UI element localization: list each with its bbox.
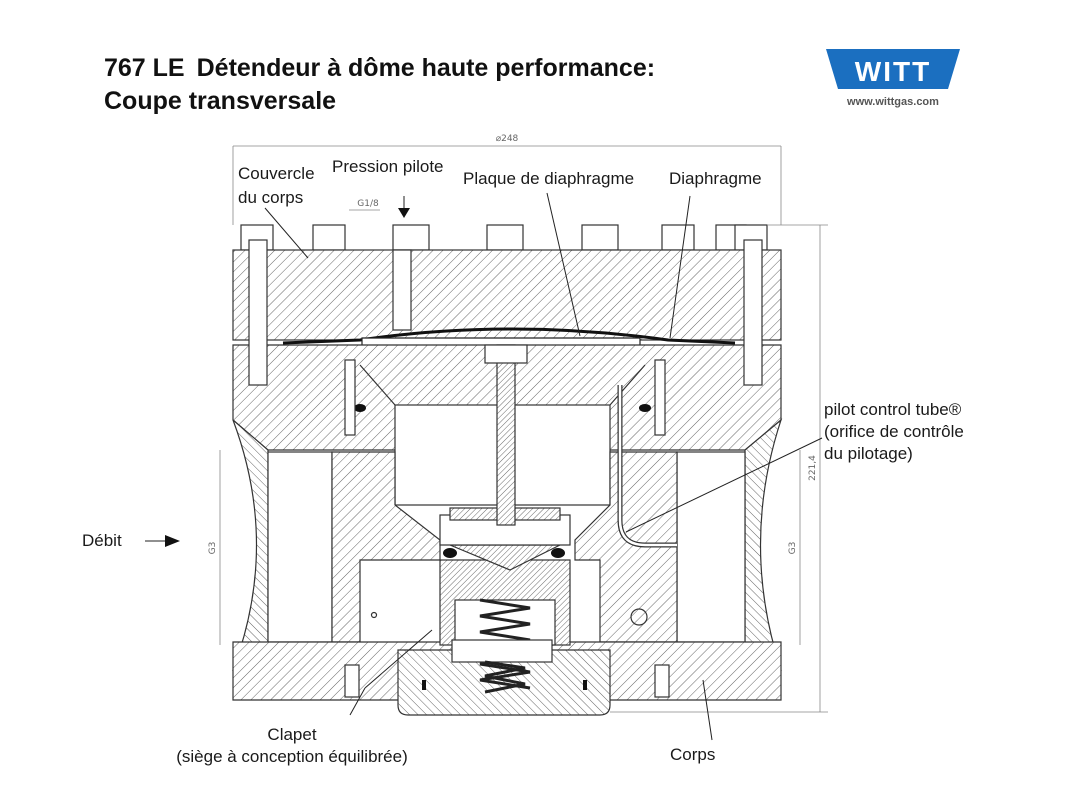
outlet-port <box>676 451 746 643</box>
dim-height: 221,4 <box>808 455 818 481</box>
pilot-pressure-arrow <box>398 208 410 218</box>
model-number: 767 LE <box>104 54 185 82</box>
page-title: 767 LE Détendeur à dôme haute performance… <box>104 52 655 118</box>
inlet-port <box>267 451 333 643</box>
dim-pilot-port: G1/8 <box>357 199 379 209</box>
logo-url: www.wittgas.com <box>846 96 939 108</box>
logo-brand: WITT <box>855 56 931 87</box>
label-body-cover: Couvercle du corps <box>238 164 315 207</box>
dim-port-left: G3 <box>208 542 218 555</box>
witt-logo: WITT www.wittgas.com <box>826 47 962 114</box>
label-body: Corps <box>670 745 716 764</box>
body-right-wall <box>744 418 783 671</box>
diaphragm <box>282 327 736 345</box>
label-valve: Clapet (siège à conception équilibrée) <box>176 725 408 766</box>
o-rings <box>354 404 651 690</box>
dim-port-right: G3 <box>788 542 798 555</box>
logo-badge <box>826 49 960 89</box>
label-pilot-control-tube: pilot control tube® (orifice de contrôle… <box>824 400 964 463</box>
cover-bolts <box>248 239 763 698</box>
title-line-2: Coupe transversale <box>104 87 337 115</box>
label-pilot-pressure: Pression pilote <box>332 157 444 176</box>
label-flow: Débit <box>82 531 122 550</box>
title-line-1: 767 LE Détendeur à dôme haute performance… <box>104 52 655 85</box>
flow-arrow <box>165 535 180 547</box>
bolt-heads <box>240 224 768 251</box>
body-left-wall <box>232 419 269 671</box>
label-diaphragm-plate: Plaque de diaphragme <box>463 169 635 188</box>
dim-diameter: ⌀248 <box>496 134 519 144</box>
label-diaphragm: Diaphragme <box>669 169 762 188</box>
title-text: Détendeur à dôme haute performance: <box>196 54 656 82</box>
stem <box>496 344 516 526</box>
body-center-right <box>574 451 678 643</box>
body-cover <box>232 249 782 341</box>
